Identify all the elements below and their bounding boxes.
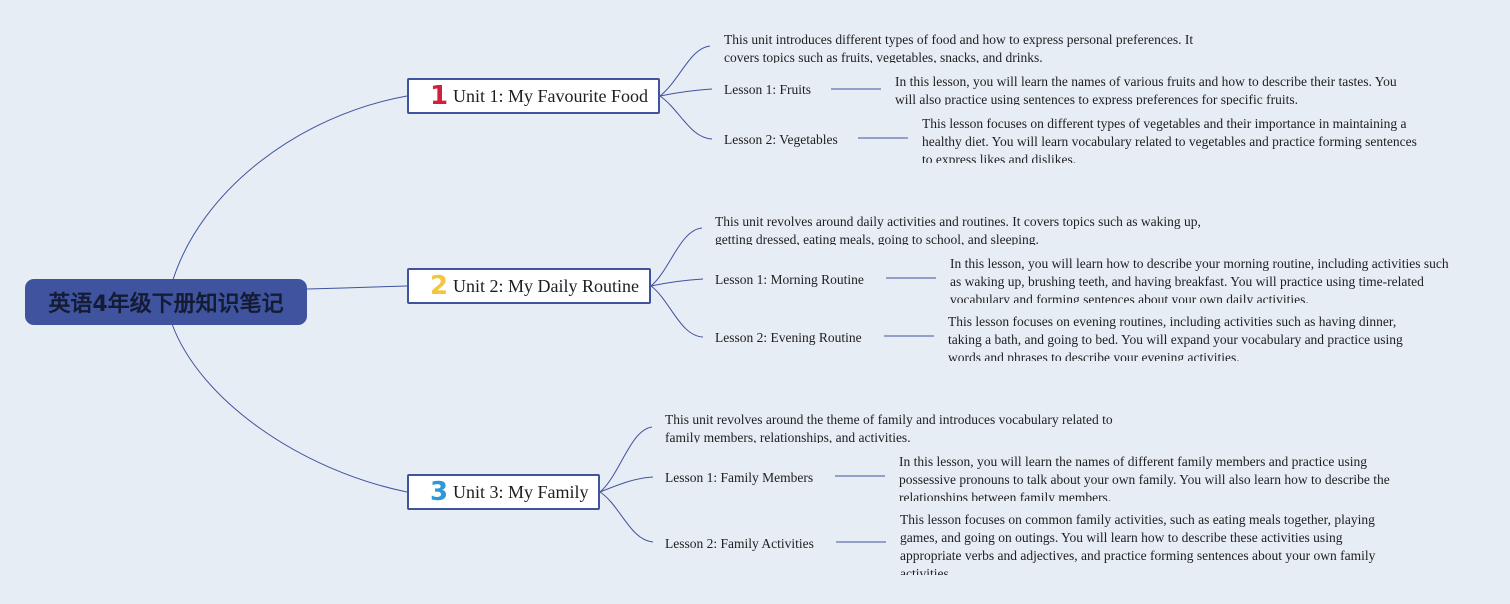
unit-3-lesson-2-title[interactable]: Lesson 2: Family Activities	[665, 536, 814, 551]
unit-2-lesson-2-description: This lesson focuses on evening routines,…	[948, 314, 1403, 361]
unit-1-title: Unit 1: My Favourite Food	[453, 85, 649, 106]
connector-unit-3-lesson-1	[599, 476, 654, 493]
unit-1-lesson-1-title[interactable]: Lesson 1: Fruits	[724, 82, 812, 97]
number-badge-icon: 2	[429, 271, 449, 301]
unit-2-lesson-1-description: In this lesson, you will learn how to de…	[950, 256, 1449, 303]
connector-root-unit-3	[171, 323, 408, 493]
connector-root-unit-2	[306, 285, 408, 290]
unit-3-node[interactable]: 3 Unit 3: My Family	[407, 474, 600, 510]
unit-3-lesson-2-description: This lesson focuses on common family act…	[900, 512, 1376, 575]
number-badge-icon: 3	[429, 477, 449, 507]
connector-unit-1-lesson-1	[659, 88, 713, 97]
unit-1-lesson-2-title[interactable]: Lesson 2: Vegetables	[724, 132, 838, 147]
number-badge-icon: 1	[429, 81, 449, 111]
unit-1-lesson-1-description: In this lesson, you will learn the names…	[895, 74, 1397, 105]
unit-3-lesson-1-description: In this lesson, you will learn the names…	[899, 454, 1390, 501]
unit-1-node[interactable]: 1 Unit 1: My Favourite Food	[407, 78, 660, 114]
unit-3-title: Unit 3: My Family	[453, 481, 589, 502]
connector-root-unit-1	[171, 95, 408, 284]
unit-2-lesson-2-title[interactable]: Lesson 2: Evening Routine	[715, 330, 862, 345]
connector-unit-2-lesson-1	[650, 278, 704, 287]
root-node[interactable]: 英语4年级下册知识笔记	[25, 279, 307, 325]
connector-unit-3-lesson-2	[599, 491, 654, 543]
unit-1-lesson-2-description: This lesson focuses on different types o…	[922, 116, 1417, 163]
connector-unit-2-lesson-2	[650, 285, 704, 338]
unit-1-description: This unit introduces different types of …	[724, 32, 1194, 63]
unit-3-description: This unit revolves around the theme of f…	[665, 412, 1113, 443]
connector-unit-2-desc	[650, 227, 703, 287]
unit-2-description: This unit revolves around daily activiti…	[715, 214, 1201, 245]
connector-unit-1-lesson-2	[659, 95, 713, 140]
unit-2-node[interactable]: 2 Unit 2: My Daily Routine	[407, 268, 651, 304]
connector-unit-3-desc	[599, 426, 653, 493]
unit-2-lesson-1-title[interactable]: Lesson 1: Morning Routine	[715, 272, 864, 287]
unit-3-lesson-1-title[interactable]: Lesson 1: Family Members	[665, 470, 814, 485]
connector-unit-1-desc	[659, 45, 711, 97]
unit-2-title: Unit 2: My Daily Routine	[453, 275, 639, 296]
root-title: 英语4年级下册知识笔记	[48, 292, 284, 317]
